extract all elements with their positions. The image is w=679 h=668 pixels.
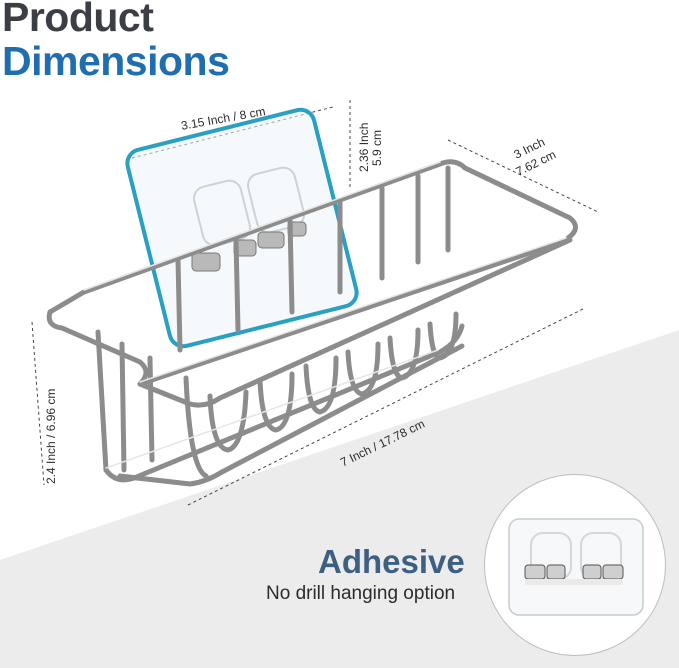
adhesive-title: Adhesive bbox=[318, 543, 465, 580]
label-pad-height-2: 5.9 cm bbox=[370, 129, 384, 166]
label-height: 2.4 Inch / 6.96 cm bbox=[44, 388, 58, 484]
title-product: Product bbox=[2, 0, 154, 40]
title-dimensions: Dimensions bbox=[2, 38, 230, 84]
basket-frame bbox=[46, 159, 578, 487]
adhesive-pad bbox=[125, 107, 359, 349]
adhesive-hook-inset bbox=[484, 474, 666, 656]
adhesive-subtitle: No drill hanging option bbox=[266, 583, 456, 604]
adhesive-hook-icon bbox=[508, 518, 644, 616]
basket-highlights bbox=[83, 161, 567, 469]
